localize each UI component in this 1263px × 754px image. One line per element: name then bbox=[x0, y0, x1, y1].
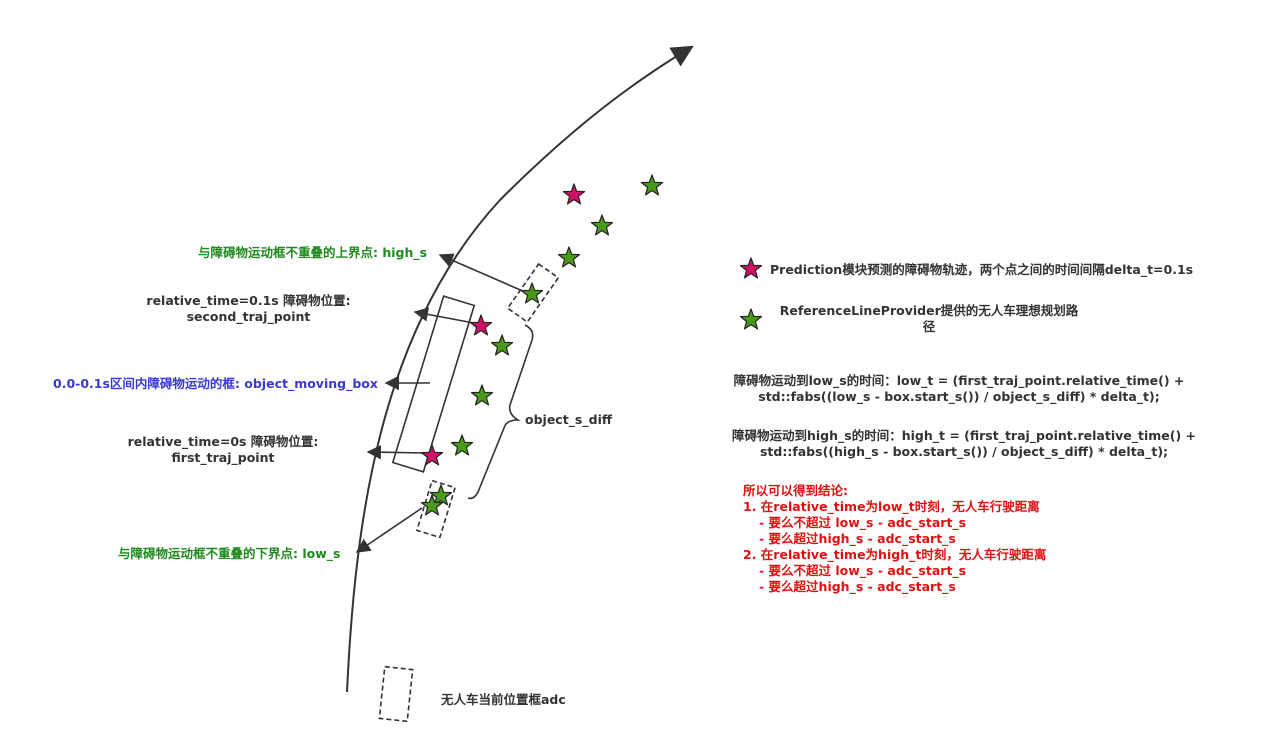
obstacle-star-icon bbox=[562, 183, 586, 205]
adc-dashed-box bbox=[378, 665, 414, 723]
label-first-point: relative_time=0s 障碍物位置: first_traj_point bbox=[125, 434, 321, 466]
path-star-icon bbox=[590, 214, 614, 236]
legend-reference-line1: ReferenceLineProvider提供的无人车理想规划路 bbox=[779, 303, 1079, 318]
obstacle-star-icon bbox=[420, 444, 444, 466]
label-adc: 无人车当前位置框adc bbox=[441, 692, 566, 707]
formula-high-t-line2: std::fabs((high_s - box.start_s()) / obj… bbox=[759, 444, 1169, 459]
label-moving-box: 0.0-0.1s区间内障碍物运动的框: object_moving_box bbox=[53, 376, 378, 391]
legend-reference: ReferenceLineProvider提供的无人车理想规划路 径 bbox=[770, 303, 1088, 335]
conclusion-item-2a: - 要么不超过 low_s - adc_start_s bbox=[759, 563, 967, 578]
label-second-point-line2: second_traj_point bbox=[186, 309, 311, 324]
conclusion-block: 所以可以得到结论: 1. 在relative_time为low_t时刻，无人车行… bbox=[743, 483, 1046, 595]
path-star-icon bbox=[470, 384, 494, 406]
label-first-point-line2: first_traj_point bbox=[171, 450, 275, 465]
object-moving-box bbox=[391, 295, 476, 473]
legend-obstacle-star-icon bbox=[739, 257, 763, 279]
high-s-dashed-box bbox=[506, 262, 560, 324]
path-star-icon bbox=[557, 246, 581, 268]
conclusion-item-1b: - 要么超过high_s - adc_start_s bbox=[759, 531, 956, 546]
planned-path-curve bbox=[346, 45, 694, 693]
conclusion-item-2: 2. 在relative_time为high_t时刻，无人车行驶距离 bbox=[743, 547, 1047, 562]
path-star-icon bbox=[490, 334, 514, 356]
label-second-point: relative_time=0.1s 障碍物位置: second_traj_po… bbox=[145, 293, 352, 325]
label-high-s: 与障碍物运动框不重叠的上界点: high_s bbox=[198, 245, 428, 260]
legend-path-star-icon bbox=[739, 308, 763, 330]
arrow-low-s bbox=[355, 507, 423, 553]
conclusion-item-2b: - 要么超过high_s - adc_start_s bbox=[759, 579, 956, 594]
formula-low-t: 障碍物运动到low_s的时间：low_t = (first_traj_point… bbox=[724, 373, 1194, 405]
conclusion-item-1a: - 要么不超过 low_s - adc_start_s bbox=[759, 515, 967, 530]
arrow-high-s bbox=[438, 253, 526, 293]
arrow-second-point bbox=[413, 307, 475, 324]
formula-low-t-line1: 障碍物运动到low_s的时间：low_t = (first_traj_point… bbox=[733, 373, 1185, 388]
legend-prediction: Prediction模块预测的障碍物轨迹，两个点之间的时间间隔delta_t=0… bbox=[770, 262, 1194, 277]
star-markers bbox=[420, 174, 763, 516]
path-star-icon bbox=[429, 484, 453, 506]
conclusion-title: 所以可以得到结论: bbox=[743, 483, 848, 498]
object-s-diff-brace bbox=[467, 324, 534, 500]
label-object-s-diff: object_s_diff bbox=[525, 412, 612, 427]
path-star-icon bbox=[420, 494, 444, 516]
formula-high-t-line1: 障碍物运动到high_s的时间：high_t = (first_traj_poi… bbox=[731, 428, 1197, 443]
formula-high-t: 障碍物运动到high_s的时间：high_t = (first_traj_poi… bbox=[724, 428, 1204, 460]
legend-reference-line2: 径 bbox=[922, 319, 936, 334]
path-star-icon bbox=[640, 174, 664, 196]
path-star-icon bbox=[450, 434, 474, 456]
arrow-first-point bbox=[366, 445, 426, 460]
obstacle-star-icon bbox=[469, 314, 493, 336]
conclusion-item-1: 1. 在relative_time为low_t时刻，无人车行驶距离 bbox=[743, 499, 1040, 514]
path-star-icon bbox=[520, 282, 544, 304]
label-low-s: 与障碍物运动框不重叠的下界点: low_s bbox=[118, 546, 341, 561]
label-first-point-line1: relative_time=0s 障碍物位置: bbox=[127, 434, 319, 449]
formula-low-t-line2: std::fabs((low_s - box.start_s()) / obje… bbox=[758, 389, 1160, 404]
label-second-point-line1: relative_time=0.1s 障碍物位置: bbox=[146, 293, 351, 308]
